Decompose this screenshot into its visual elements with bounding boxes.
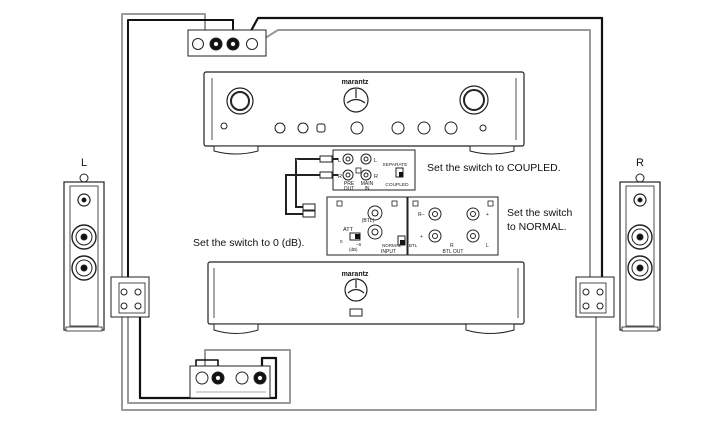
svg-text:IN: IN	[365, 186, 370, 192]
svg-text:L: L	[374, 158, 377, 164]
terminal-knob[interactable]	[195, 371, 209, 385]
svg-text:R: R	[450, 243, 454, 249]
panel-screws	[336, 167, 494, 207]
svg-text:0: 0	[340, 239, 343, 244]
terminal-knob[interactable]	[246, 38, 258, 50]
svg-text:R: R	[338, 174, 342, 180]
terminal-knob[interactable]	[120, 302, 128, 310]
integrated-amplifier: marantz	[203, 71, 525, 155]
svg-text:−6: −6	[356, 242, 362, 247]
terminal-knob[interactable]	[120, 288, 128, 296]
bass-knob[interactable]	[391, 121, 405, 135]
svg-text:R: R	[374, 174, 378, 180]
terminal-knob[interactable]	[134, 288, 142, 296]
note-normal-line1: Set the switch	[507, 207, 573, 219]
note-coupled: Set the switch to COUPLED.	[427, 162, 561, 174]
balance-knob[interactable]	[444, 121, 458, 135]
left-speaker: L	[63, 157, 105, 332]
brand-logo: marantz	[342, 79, 369, 86]
svg-text:OUT: OUT	[344, 186, 355, 192]
btl-out-label: BTL OUT	[443, 249, 464, 255]
speaker-right-label: R	[636, 157, 644, 169]
input-label: INPUT	[381, 249, 396, 255]
power-button[interactable]	[220, 122, 228, 130]
btl-out-panel: R− + + R L BTL BTL OUT	[407, 196, 499, 256]
right-speaker-terminal	[575, 276, 615, 318]
svg-text:(BTL): (BTL)	[362, 218, 375, 224]
rca-cables	[285, 155, 338, 218]
svg-text:L: L	[486, 243, 489, 249]
small-knob[interactable]	[297, 122, 309, 134]
power-button[interactable]	[349, 308, 363, 317]
main-in-label: MAIN	[361, 181, 374, 187]
input-panel: (BTL) ATT 0 −6 (dB) NORMAL INPUT	[326, 196, 408, 256]
svg-text:(dB): (dB)	[349, 247, 358, 252]
small-knob[interactable]	[274, 122, 286, 134]
note-att: Set the switch to 0 (dB).	[193, 237, 304, 249]
top-speaker-terminals	[187, 29, 267, 57]
speaker-left-label: L	[81, 157, 87, 169]
left-speaker-terminal	[110, 276, 150, 318]
brand-logo: marantz	[342, 271, 369, 278]
svg-text:+: +	[486, 212, 489, 218]
separate-label: SEPARATE	[383, 162, 408, 168]
svg-text:BTL: BTL	[409, 243, 418, 248]
svg-text:ATT: ATT	[343, 227, 354, 233]
bottom-speaker-terminals	[189, 365, 271, 399]
terminal-knob[interactable]	[134, 302, 142, 310]
power-amplifier: marantz	[207, 261, 525, 334]
pre-out-label: PRE	[344, 181, 355, 187]
terminal-knob[interactable]	[596, 302, 604, 310]
pre-out-main-in-panel: L L R R PRE OUT MAIN IN SEPARATE COUPLED…	[332, 149, 561, 192]
svg-text:NORMAL: NORMAL	[382, 243, 402, 248]
svg-text:L: L	[338, 158, 341, 164]
terminal-knob[interactable]	[582, 288, 590, 296]
svg-text:R−: R−	[418, 212, 425, 218]
right-speaker: R	[619, 157, 661, 332]
phones-jack[interactable]	[316, 123, 326, 133]
terminal-knob[interactable]	[596, 288, 604, 296]
terminal-knob[interactable]	[192, 38, 204, 50]
small-knob[interactable]	[479, 124, 487, 132]
coupled-label: COUPLED	[385, 182, 409, 188]
terminal-knob[interactable]	[582, 302, 590, 310]
terminal-knob[interactable]	[235, 371, 249, 385]
note-normal-line2: to NORMAL.	[507, 221, 567, 233]
small-knob[interactable]	[350, 121, 364, 135]
svg-text:+: +	[420, 234, 423, 240]
treble-knob[interactable]	[417, 121, 431, 135]
